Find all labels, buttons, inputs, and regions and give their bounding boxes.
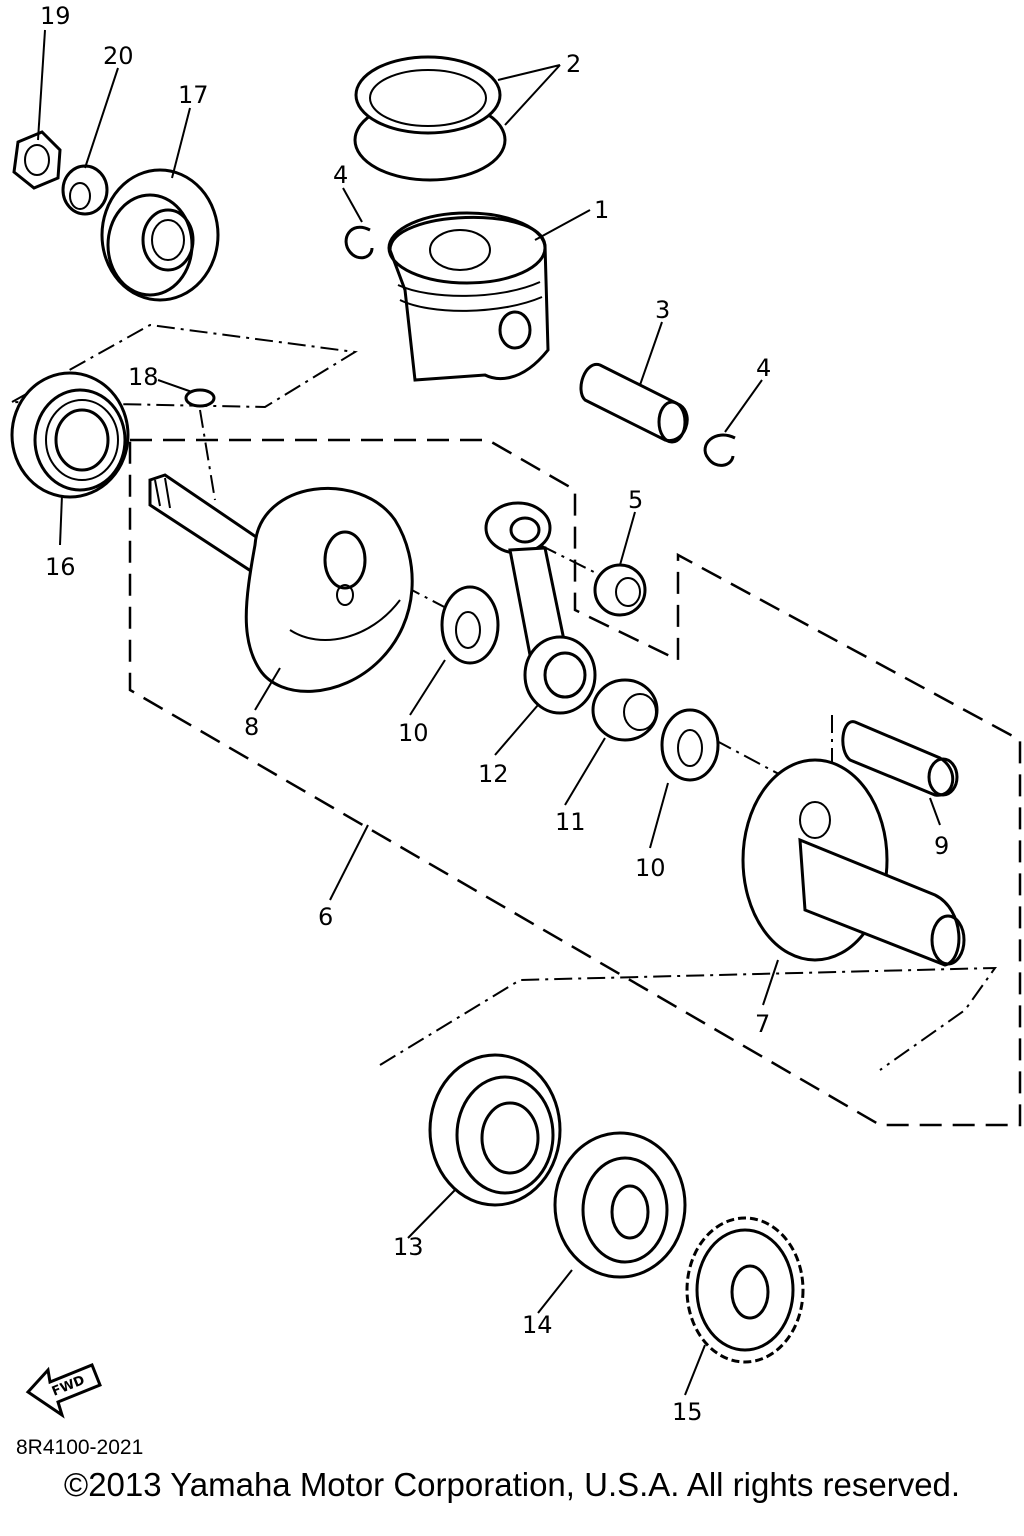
callout-16: 16: [45, 553, 76, 581]
callout-10b: 10: [635, 854, 666, 882]
callout-8: 8: [244, 713, 259, 741]
assembly-outline: [128, 438, 1022, 1127]
callout-10a: 10: [398, 719, 429, 747]
callout-11: 11: [555, 808, 586, 836]
thrust-washer-upper: [440, 585, 500, 665]
piston-pin-clip-upper: [344, 226, 374, 260]
oil-seal-lower: [553, 1131, 687, 1279]
callout-13: 13: [393, 1233, 424, 1261]
washer-part: [61, 164, 109, 216]
oil-seal-upper: [100, 168, 220, 302]
leader-lines: [37, 29, 941, 1396]
callout-4a: 4: [333, 161, 348, 189]
axis-pin: [539, 544, 601, 576]
diagram-code: 8R4100-2021: [16, 1436, 144, 1459]
piston-part: [387, 211, 550, 382]
callout-17: 17: [178, 81, 209, 109]
piston-pin-part: [579, 363, 689, 444]
callout-4b: 4: [756, 354, 771, 382]
callout-14: 14: [522, 1311, 553, 1339]
connecting-rod: [484, 501, 597, 715]
small-end-bearing: [593, 563, 647, 617]
primary-drive-gear: [685, 1216, 805, 1364]
axis-line-upper: [11, 323, 358, 409]
callout-19: 19: [40, 2, 71, 30]
forward-arrow-icon: FWD: [25, 1363, 102, 1419]
callout-labels: 19 20 17 2 4 1 3 4 18 16 5 8 10 12 11 10…: [40, 2, 949, 1426]
copyright-notice: ©2013 Yamaha Motor Corporation, U.S.A. A…: [63, 1466, 961, 1503]
callout-1: 1: [594, 196, 609, 224]
bearing-lower: [428, 1053, 562, 1207]
callout-15: 15: [672, 1398, 703, 1426]
piston-pin-clip-lower: [703, 433, 736, 467]
callout-12: 12: [478, 760, 509, 788]
right-crank-half: [741, 758, 966, 967]
callout-5: 5: [628, 486, 643, 514]
woodruff-key: [184, 388, 216, 408]
axis-key: [199, 409, 216, 501]
callout-6: 6: [318, 903, 333, 931]
callout-18: 18: [128, 363, 159, 391]
callout-2: 2: [566, 50, 581, 78]
left-crank-half: [148, 473, 414, 693]
bearing-left: [10, 371, 130, 499]
callout-9: 9: [934, 832, 949, 860]
callout-3: 3: [655, 296, 670, 324]
callout-20: 20: [103, 42, 134, 70]
piston-rings: [353, 55, 507, 182]
crank-pin: [841, 720, 959, 797]
nut-part: [12, 130, 62, 190]
axis-line-lower: [379, 966, 997, 1071]
thrust-washer-lower: [660, 708, 720, 782]
big-end-bearing: [591, 678, 659, 742]
callout-7: 7: [755, 1010, 770, 1038]
